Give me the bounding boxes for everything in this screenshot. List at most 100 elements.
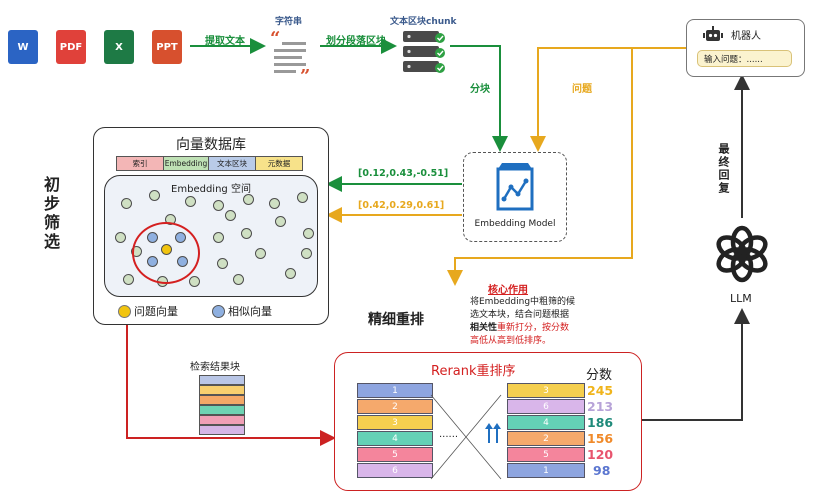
- llm-icon: [716, 225, 768, 283]
- core-role-title: 核心作用: [488, 285, 528, 296]
- search-result-block: [199, 385, 245, 395]
- embedding-vector-dot: [149, 190, 160, 201]
- rerank-score: 120: [587, 447, 614, 462]
- embedding-vector-dot: [303, 228, 314, 239]
- arrow-question-rerank: [447, 48, 633, 286]
- search-results-label: 检索结果块: [190, 362, 240, 373]
- rerank-item: 4: [507, 415, 585, 430]
- search-result-block: [199, 395, 245, 405]
- vector-db-field: 索引: [116, 156, 164, 171]
- robot-name: 机器人: [731, 31, 761, 42]
- rerank-item: 2: [507, 431, 585, 446]
- vector-db-field: 元数据: [255, 156, 303, 171]
- question-vector-legend: 问题向量: [134, 305, 178, 318]
- search-result-block: [199, 375, 245, 385]
- embedding-vector-dot: [121, 198, 132, 209]
- svg-text:“: “: [270, 28, 280, 49]
- chunking-label: 分块: [470, 84, 490, 95]
- embedding-vector-dot: [301, 248, 312, 259]
- question-label: 问题: [572, 84, 592, 95]
- embedding-model-box: Embedding Model: [463, 152, 567, 242]
- vector-db-field: Embedding: [163, 156, 209, 171]
- rerank-item: 4: [357, 431, 433, 446]
- embedding-space: Embedding 空间: [104, 175, 318, 297]
- embedding-vector-dot: [275, 216, 286, 227]
- search-result-block: [199, 415, 245, 425]
- embedding-vector-dot: [115, 232, 126, 243]
- strings-label: 字符串: [275, 17, 303, 27]
- ppt-icon: PPT: [152, 30, 182, 64]
- similar-vector-legend: 相似向量: [228, 305, 272, 318]
- extract-text-label: 提取文本: [205, 36, 245, 47]
- svg-text:”: ”: [300, 66, 310, 80]
- rerank-item: 3: [507, 383, 585, 398]
- final-reply-label: 最终回复: [717, 143, 730, 195]
- fine-rerank-label: 精细重排: [368, 312, 424, 328]
- embedding-vector-dot: [241, 228, 252, 239]
- embedding-vector-dot: [217, 258, 228, 269]
- initial-filter-label: 初步筛选: [41, 176, 60, 252]
- chunks-server-icon: [403, 31, 445, 73]
- ellipsis-label: ......: [439, 429, 459, 440]
- embedding-vector-dot: [269, 198, 280, 209]
- excel-icon: X: [104, 30, 134, 64]
- rerank-score: 98: [593, 463, 611, 478]
- rerank-score: 156: [587, 431, 614, 446]
- rerank-item: 5: [357, 447, 433, 462]
- sort-up-icon: [485, 423, 501, 443]
- arrow-retrieval: [126, 325, 336, 446]
- rerank-item: 6: [507, 399, 585, 414]
- rerank-item: 1: [507, 463, 585, 478]
- vector2-label: [0.42,0.29,0.61]: [358, 200, 445, 211]
- embedding-vector-dot: [243, 194, 254, 205]
- embedding-space-title: Embedding 空间: [171, 184, 251, 195]
- vector1-label: [0.12,0.43,-0.51]: [358, 168, 449, 179]
- question-input[interactable]: 输入问题：......: [697, 50, 792, 67]
- strings-icon: “ ”: [270, 28, 310, 80]
- split-label: 划分段落区块: [326, 36, 386, 47]
- search-result-block: [199, 405, 245, 415]
- question-vector-legend-icon: [118, 305, 131, 318]
- word-icon: W: [8, 30, 38, 64]
- rerank-score: 245: [587, 383, 614, 398]
- embedding-vector-dot: [255, 248, 266, 259]
- rerank-title: Rerank重排序: [431, 364, 516, 379]
- core-role-text: 将Embedding中粗筛的候 选文本块，结合问题根据 相关性重新打分，按分数 …: [470, 297, 576, 346]
- rerank-score: 213: [587, 399, 614, 414]
- embedding-vector-dot: [285, 268, 296, 279]
- embedding-model-icon: [496, 163, 534, 211]
- embedding-vector-dot: [213, 200, 224, 211]
- text-chunks-label: 文本区块chunk: [390, 17, 457, 27]
- rerank-score: 186: [587, 415, 614, 430]
- vector-db-field: 文本区块: [208, 156, 256, 171]
- arrow-question: [530, 47, 686, 152]
- similar-vector-legend-icon: [212, 305, 225, 318]
- arrow-rerank-llm: [642, 308, 750, 421]
- embedding-model-label: Embedding Model: [474, 219, 556, 229]
- rerank-item: 5: [507, 447, 585, 462]
- rerank-item: 3: [357, 415, 433, 430]
- robot-icon: [703, 26, 723, 41]
- robot-panel: 机器人 输入问题：......: [686, 19, 805, 77]
- embedding-vector-dot: [123, 274, 134, 285]
- search-result-block: [199, 425, 245, 435]
- vector-db-title: 向量数据库: [176, 137, 246, 153]
- rerank-item: 2: [357, 399, 433, 414]
- rerank-item: 1: [357, 383, 433, 398]
- embedding-vector-dot: [297, 192, 308, 203]
- rerank-cross-lines: [430, 394, 502, 480]
- score-header: 分数: [586, 368, 613, 383]
- embedding-vector-dot: [213, 232, 224, 243]
- embedding-vector-dot: [233, 274, 244, 285]
- pdf-icon: PDF: [56, 30, 86, 64]
- rerank-item: 6: [357, 463, 433, 478]
- llm-label: LLM: [730, 292, 752, 305]
- embedding-vector-dot: [225, 210, 236, 221]
- embedding-vector-dot: [189, 276, 200, 287]
- similarity-circle: [132, 222, 200, 284]
- arrow-chunking: [450, 45, 508, 152]
- embedding-vector-dot: [185, 196, 196, 207]
